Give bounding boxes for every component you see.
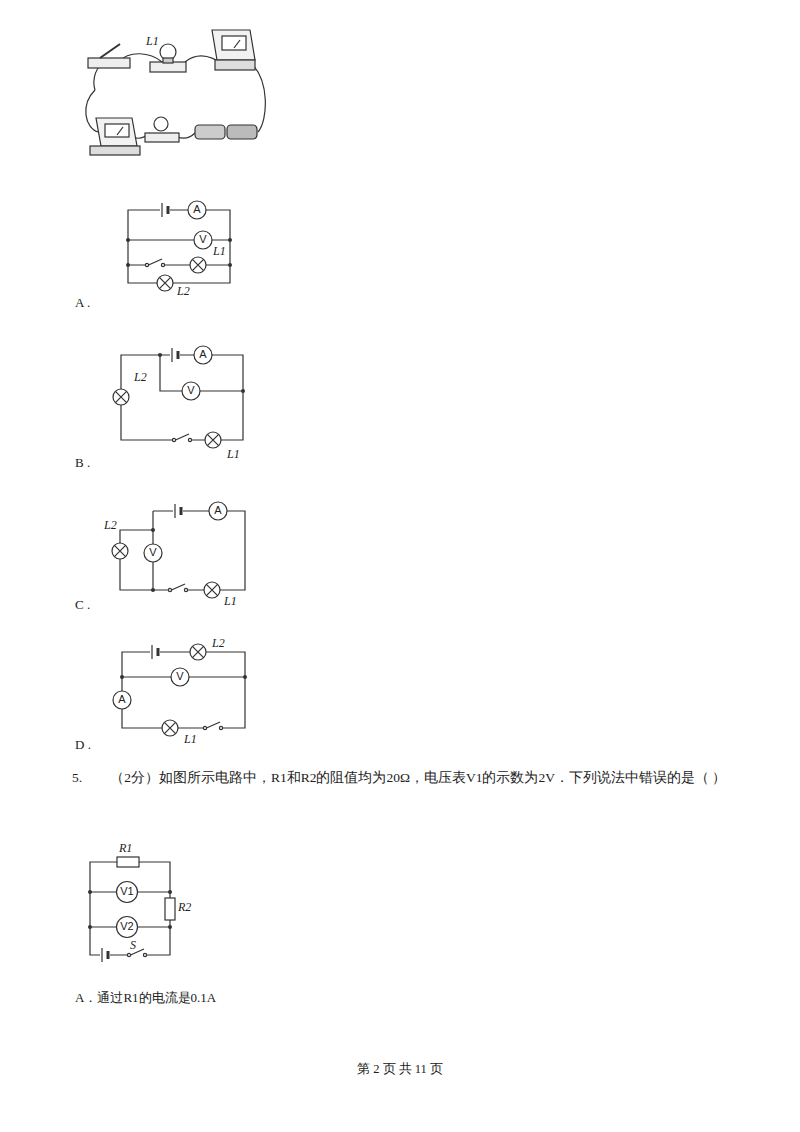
option-letter: C . xyxy=(75,597,90,613)
lamp-label: L1 xyxy=(184,732,197,746)
resistor-label: R1 xyxy=(119,841,132,855)
option-text: A．通过R1的电流是0.1A xyxy=(75,990,216,1006)
resistor-label: R2 xyxy=(178,900,191,914)
question5-circuit xyxy=(88,857,175,964)
circuit-c xyxy=(112,502,245,598)
lamp-label: L1 xyxy=(224,594,237,608)
voltmeter-letter: V xyxy=(176,670,183,683)
question-text: 5. （2分）如图所示电路中，R1和R2的阻值均为20Ω，电压表V1的示数为2V… xyxy=(40,763,765,793)
option-letter: D . xyxy=(75,737,91,753)
lamp-label: L2 xyxy=(177,284,190,298)
voltmeter-letter: V xyxy=(149,546,156,559)
voltmeter-letter: V2 xyxy=(120,920,133,933)
lamp-label: L2 xyxy=(104,518,117,532)
apparatus-photo xyxy=(86,30,266,155)
lamp-label: L1 xyxy=(146,34,159,48)
ammeter-letter: A xyxy=(118,693,125,706)
switch-label: S xyxy=(130,938,136,952)
ammeter-letter: A xyxy=(199,348,206,361)
option-letter: B . xyxy=(75,455,90,471)
ammeter-letter: A xyxy=(214,504,221,517)
voltmeter-letter: V xyxy=(187,384,194,397)
lamp-label: L2 xyxy=(134,370,147,384)
lamp-label: L1 xyxy=(227,447,240,461)
circuit-d xyxy=(113,643,247,736)
ammeter-letter: A xyxy=(193,203,200,216)
page-footer: 第 2 页 共 11 页 xyxy=(357,1062,443,1077)
lamp-label: L2 xyxy=(212,636,225,650)
circuit-a xyxy=(126,201,232,291)
option-letter: A . xyxy=(75,295,90,311)
circuit-b xyxy=(113,346,245,448)
voltmeter-letter: V xyxy=(199,233,206,246)
voltmeter-letter: V1 xyxy=(120,885,133,898)
lamp-label: L1 xyxy=(213,244,226,258)
